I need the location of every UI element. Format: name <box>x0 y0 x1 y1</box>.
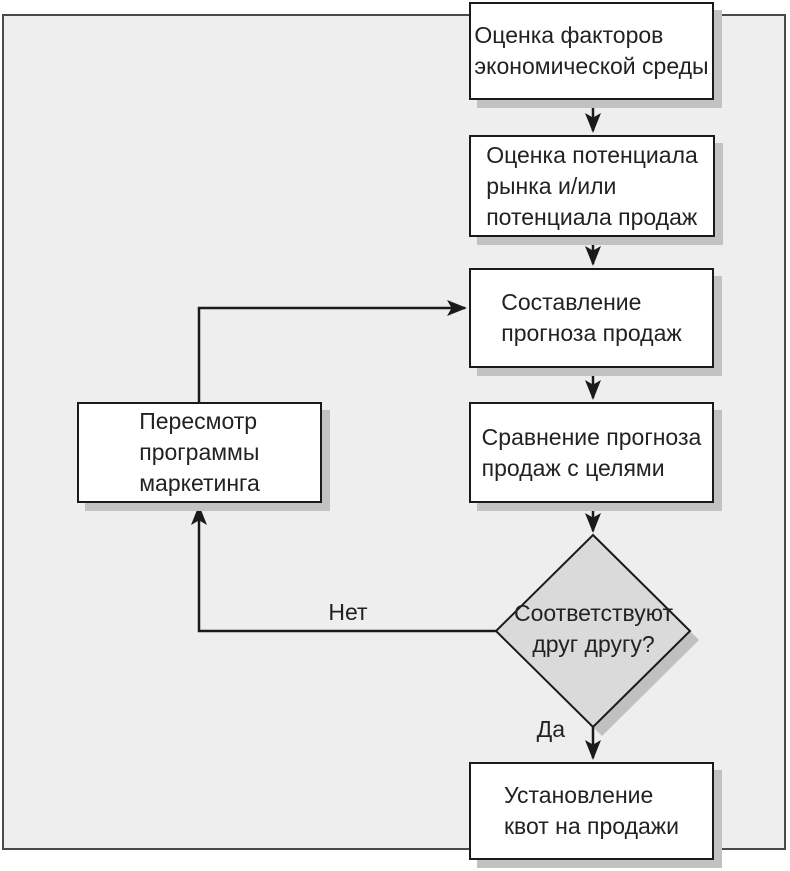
node-set-quotas: Установление квот на продажи <box>469 762 714 860</box>
node-assess-potential-label: Оценка потенциала рынка и/или потенциала… <box>486 141 698 230</box>
node-assess-potential: Оценка потенциала рынка и/или потенциала… <box>469 135 715 237</box>
node-compare-forecast-label: Сравнение прогноза продаж с целями <box>481 423 702 481</box>
node-compare-forecast: Сравнение прогноза продаж с целями <box>469 402 714 503</box>
decision-label: Соответствуют друг другу? <box>513 600 673 657</box>
node-revise-marketing: Пересмотр программы маркетинга <box>77 402 322 503</box>
edge-label-no: Нет <box>328 599 368 625</box>
node-make-forecast-label: Составление прогноза продаж <box>501 289 682 346</box>
edge-label-yes: Да <box>536 716 565 742</box>
node-make-forecast: Составление прогноза продаж <box>469 268 714 368</box>
node-assess-environment: Оценка факторов экономической среды <box>469 2 714 100</box>
node-revise-marketing-label: Пересмотр программы маркетинга <box>139 408 260 496</box>
node-assess-environment-label: Оценка факторов экономической среды <box>474 22 709 79</box>
decision-diamond <box>494 533 699 736</box>
node-set-quotas-label: Установление квот на продажи <box>503 782 680 839</box>
edge-revise-to-forecast <box>197 300 467 402</box>
edge-decision-no-to-revise <box>191 505 496 633</box>
